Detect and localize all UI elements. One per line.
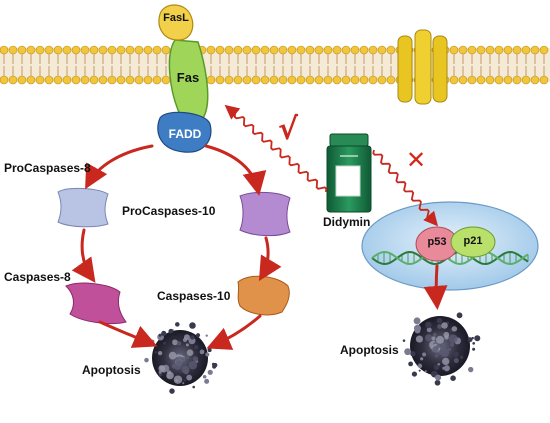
arrow-fadd-to-procasp8 bbox=[85, 144, 154, 190]
label-procaspase-10: ProCaspases-10 bbox=[122, 204, 216, 218]
cell-membrane bbox=[0, 45, 550, 85]
caspase-10-shape bbox=[237, 275, 290, 316]
didymin-bottle bbox=[326, 133, 372, 213]
label-didymin: Didymin bbox=[323, 215, 371, 229]
arrow-p53-to-apoptosis bbox=[423, 264, 448, 310]
label-caspase-10: Caspases-10 bbox=[157, 289, 231, 303]
procaspase-8-shape bbox=[57, 187, 109, 228]
fasl-ligand bbox=[158, 4, 194, 41]
arrow-casp8-to-apoptosis bbox=[98, 320, 158, 348]
label-p21: p21 bbox=[463, 235, 483, 247]
membrane-channel bbox=[397, 29, 448, 105]
label-fadd: FADD bbox=[168, 127, 202, 141]
apoptotic-cell-left bbox=[144, 322, 218, 394]
label-apoptosis-left: Apoptosis bbox=[82, 363, 141, 377]
apoptotic-cell-right bbox=[402, 312, 481, 386]
label-fasl: FasL bbox=[163, 12, 189, 24]
p21-protein bbox=[450, 226, 496, 258]
label-p53: p53 bbox=[427, 236, 447, 248]
wavy-arrow-didymin-to-fas bbox=[224, 104, 328, 193]
check-mark: √ bbox=[278, 112, 299, 147]
pathway-arrows bbox=[71, 144, 448, 350]
arrow-casp10-to-apoptosis bbox=[206, 314, 262, 350]
cross-mark: ✕ bbox=[406, 146, 427, 174]
caspase-8-shape bbox=[65, 282, 127, 325]
label-caspase-8: Caspases-8 bbox=[4, 270, 71, 284]
arrow-procasp10-to-casp10 bbox=[258, 236, 282, 282]
fadd-adapter bbox=[157, 111, 212, 153]
wavy-arrow-didymin-to-p53 bbox=[372, 149, 439, 227]
procaspase-10-shape bbox=[239, 191, 291, 237]
label-apoptosis-right: Apoptosis bbox=[340, 343, 399, 357]
arrow-procasp8-to-casp8 bbox=[71, 228, 96, 283]
label-fas: Fas bbox=[176, 70, 200, 85]
label-procaspase-8: ProCaspases-8 bbox=[4, 161, 91, 175]
arrow-fadd-to-procasp10 bbox=[204, 144, 267, 196]
